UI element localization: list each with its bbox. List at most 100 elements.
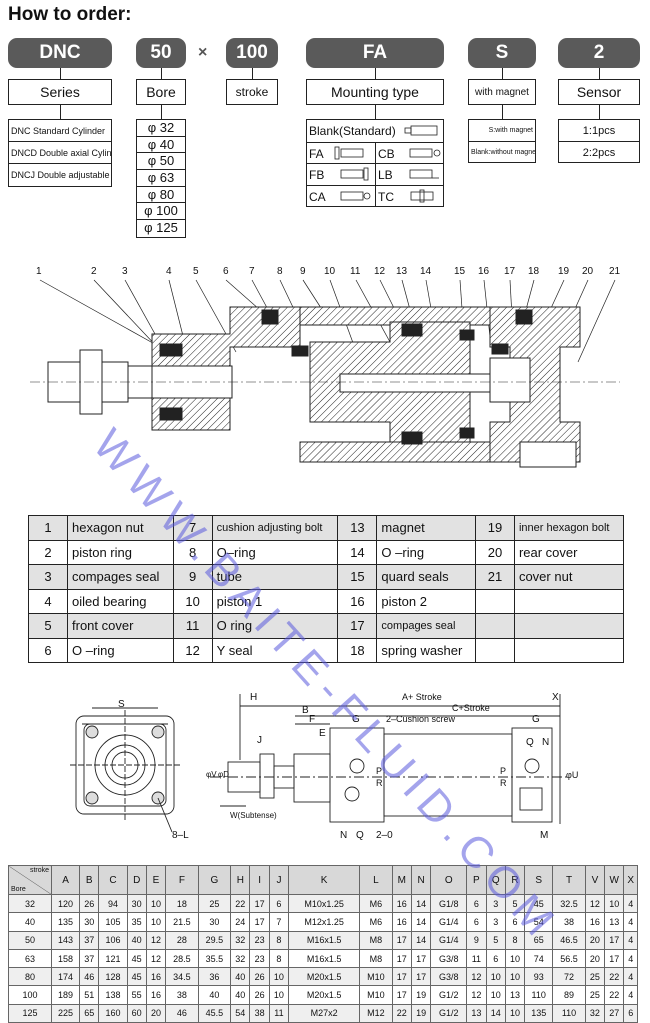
series-option: DNCD Double axial Cylinder	[9, 142, 111, 164]
dims-cell: 4	[623, 893, 638, 914]
dims-cell: 4	[623, 967, 638, 987]
part-name: inner hexagon bolt	[513, 515, 625, 541]
dims-column-header: X	[623, 865, 638, 895]
part-number: 19	[474, 515, 515, 541]
part-name: cover nut	[513, 564, 625, 590]
dims-column-header: F	[165, 865, 199, 895]
dims-cell: 14	[410, 912, 432, 932]
dims-cell: 120	[50, 893, 81, 914]
dims-cell: 35.5	[197, 948, 232, 969]
dims-cell: M20x1.5	[288, 967, 361, 987]
dims-cell: 3	[485, 893, 506, 914]
dims-column-header: W	[604, 865, 625, 895]
bore-option: φ 63	[137, 170, 185, 187]
dim-label-m: M	[540, 830, 549, 841]
dim-label-v: φV	[206, 770, 217, 779]
bore-option: φ 80	[137, 187, 185, 204]
part-name: magnet	[376, 515, 476, 541]
dims-cell: 12	[145, 930, 167, 950]
dims-column-header: R	[504, 865, 526, 895]
dims-cell: 13	[604, 912, 625, 932]
dims-cell: 40	[126, 930, 147, 950]
dims-cell: 23	[249, 948, 270, 969]
dims-cell: M27x2	[288, 1003, 361, 1023]
dims-cell: 46	[79, 967, 100, 987]
part-number: 12	[172, 637, 213, 663]
dims-cell: 56.5	[552, 948, 586, 969]
part-name: tube	[211, 564, 339, 590]
part-name: quard seals	[376, 564, 476, 590]
dims-cell: 10	[504, 967, 526, 987]
dim-label-g: G	[352, 714, 360, 725]
dims-cell: 40	[197, 985, 232, 1005]
dims-column-header: K	[288, 865, 361, 895]
dim-label-x: X	[552, 692, 559, 703]
dims-corner-bottom: Bore	[11, 886, 26, 893]
dims-cell: 3	[485, 912, 506, 932]
bore-option: φ 100	[137, 203, 185, 221]
dims-cell: 106	[98, 930, 128, 950]
part-name: O–ring	[211, 539, 339, 565]
dims-cell: 46	[165, 1003, 199, 1023]
dim-label-q: Q	[356, 830, 364, 841]
dims-cell: 17	[391, 948, 412, 969]
part-name: oiled bearing	[67, 588, 174, 614]
mounting-blank: Blank(Standard)	[309, 124, 396, 138]
dims-cell: M8	[359, 948, 393, 969]
dims-cell: G1/2	[430, 985, 468, 1005]
dims-cell: 4	[623, 912, 638, 932]
dims-cell: 20	[145, 1003, 167, 1023]
code-sensor: 2	[558, 38, 640, 68]
dims-cell: 35	[126, 912, 147, 932]
dims-cell: 6	[504, 912, 526, 932]
magnet-option: S:with magnet	[469, 120, 535, 142]
dims-cell: 37	[79, 930, 100, 950]
header-sensor: Sensor	[558, 79, 640, 105]
dims-cell: 45	[126, 948, 147, 969]
dims-cell: 93	[524, 967, 554, 987]
dims-cell: 121	[98, 948, 128, 969]
dims-cell: 72	[552, 967, 586, 987]
dims-cell: 17	[391, 930, 412, 950]
part-number: 13	[337, 515, 378, 541]
dims-column-header: G	[197, 865, 232, 895]
series-option: DNC Standard Cylinder	[9, 120, 111, 142]
part-number: 18	[337, 637, 378, 663]
dims-cell: 22	[604, 985, 625, 1005]
dims-cell: 16	[391, 893, 412, 914]
dims-cell: 21.5	[165, 912, 199, 932]
callout: 14	[420, 266, 432, 277]
dims-cell: 138	[98, 985, 128, 1005]
dims-column-header: L	[359, 865, 393, 895]
code-series: DNC	[8, 38, 112, 68]
dims-cell: G1/8	[430, 893, 468, 914]
dimension-drawing	[70, 694, 570, 833]
dims-cell: 12	[584, 893, 606, 914]
dims-cell: 40	[230, 967, 251, 987]
dims-cell: 100	[8, 985, 52, 1005]
dims-cell: 16	[145, 967, 167, 987]
dims-cell: 25	[584, 985, 606, 1005]
cylinder-section-drawing	[30, 279, 620, 468]
dims-cell: M12x1.25	[288, 912, 361, 932]
dims-cell: M16x1.5	[288, 948, 361, 969]
dims-cell: 17	[604, 930, 625, 950]
dims-cell: 10	[485, 985, 506, 1005]
part-number: 2	[28, 539, 68, 565]
dims-column-header: V	[584, 865, 606, 895]
series-options: DNC Standard Cylinder DNCD Double axial …	[8, 119, 112, 187]
dims-cell: 34.5	[165, 967, 199, 987]
dims-cell: 26	[249, 967, 270, 987]
callout: 19	[558, 266, 570, 277]
dims-cell: 13	[466, 1003, 487, 1023]
part-name: piston 2	[376, 588, 476, 614]
part-number	[474, 613, 515, 639]
dim-label-n: N	[340, 830, 348, 841]
page-title: How to order:	[8, 4, 132, 25]
dims-cell: 10	[145, 912, 167, 932]
dims-cell: 135	[50, 912, 81, 932]
